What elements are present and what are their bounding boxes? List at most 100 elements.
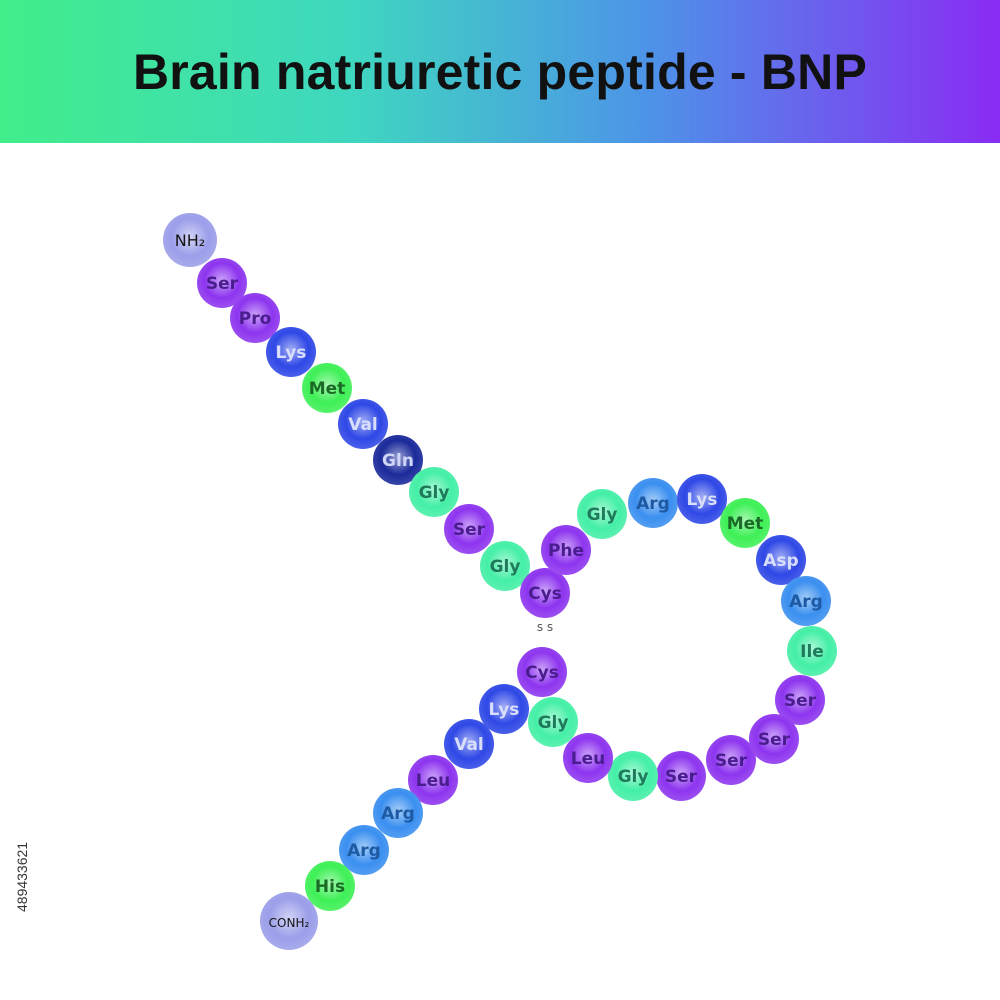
residue-2-label: Pro	[239, 309, 272, 329]
residue-20-circle	[749, 714, 799, 764]
residue-8-label: Ser	[453, 520, 486, 540]
residue-18-circle	[787, 626, 837, 676]
c-terminus-label: CONH₂	[269, 916, 310, 930]
residue-1-circle	[197, 258, 247, 308]
residue-1-label: Ser	[206, 274, 239, 294]
residue-14: Lys	[677, 474, 727, 524]
residue-5-label: Val	[348, 415, 378, 435]
n-terminus-label: NH₂	[175, 231, 205, 250]
residue-9-label: Gly	[490, 557, 521, 577]
residue-7-label: Gly	[419, 483, 450, 503]
residue-29: Leu	[408, 755, 458, 805]
residue-22-label: Ser	[665, 767, 698, 787]
page-title: Brain natriuretic peptide - BNP	[132, 43, 868, 100]
residue-2: Pro	[230, 293, 280, 343]
residue-28: Val	[444, 719, 494, 769]
residue-16-label: Asp	[763, 551, 798, 571]
residue-25: Gly	[528, 697, 578, 747]
residue-16-circle	[756, 535, 806, 585]
residue-11-label: Phe	[548, 541, 584, 561]
residue-4-label: Met	[309, 379, 346, 399]
residue-10: Cys	[520, 568, 570, 618]
c-terminus-circle	[260, 892, 318, 950]
residue-18-label: Ile	[800, 642, 824, 662]
residue-23-label: Gly	[618, 767, 649, 787]
residue-4: Met	[302, 363, 352, 413]
n-terminus-circle	[163, 213, 217, 267]
residue-5-circle	[338, 399, 388, 449]
residue-8: Ser	[444, 504, 494, 554]
residue-9: Gly	[480, 541, 530, 591]
n-terminus: NH₂	[163, 213, 217, 267]
residue-22: Ser	[656, 751, 706, 801]
residue-21: Ser	[706, 735, 756, 785]
residue-31-circle	[339, 825, 389, 875]
residue-12: Gly	[577, 489, 627, 539]
residue-18: Ile	[787, 626, 837, 676]
residue-11: Phe	[541, 525, 591, 575]
residue-13: Arg	[628, 478, 678, 528]
residue-6: Gln	[373, 435, 423, 485]
title-banner: Brain natriuretic peptide - BNP	[0, 0, 1000, 143]
residue-28-label: Val	[454, 735, 484, 755]
residue-31-label: Arg	[347, 841, 381, 861]
residue-30: Arg	[373, 788, 423, 838]
residue-5: Val	[338, 399, 388, 449]
residue-13-circle	[628, 478, 678, 528]
residue-3-label: Lys	[276, 343, 307, 363]
residue-24-label: Leu	[571, 749, 605, 769]
watermark-id: 489433621	[14, 841, 30, 912]
residue-21-circle	[706, 735, 756, 785]
residue-10-circle	[520, 568, 570, 618]
residue-7-circle	[409, 467, 459, 517]
residue-26: Cys	[517, 647, 567, 697]
residue-29-circle	[408, 755, 458, 805]
residue-14-circle	[677, 474, 727, 524]
residue-19-label: Ser	[784, 691, 817, 711]
residue-22-circle	[656, 751, 706, 801]
residue-19: Ser	[775, 675, 825, 725]
residue-3: Lys	[266, 327, 316, 377]
disulfide-bond: s s	[537, 620, 553, 634]
residue-11-circle	[541, 525, 591, 575]
residue-24: Leu	[563, 733, 613, 783]
residue-28-circle	[444, 719, 494, 769]
residue-32-circle	[305, 861, 355, 911]
residue-3-circle	[266, 327, 316, 377]
residue-13-label: Arg	[636, 494, 670, 514]
residue-21-label: Ser	[715, 751, 748, 771]
residue-9-circle	[480, 541, 530, 591]
residue-7: Gly	[409, 467, 459, 517]
residue-30-label: Arg	[381, 804, 415, 824]
residue-12-label: Gly	[587, 505, 618, 525]
residue-19-circle	[775, 675, 825, 725]
residue-20-label: Ser	[758, 730, 791, 750]
residue-27-label: Lys	[489, 700, 520, 720]
residue-1: Ser	[197, 258, 247, 308]
residue-25-circle	[528, 697, 578, 747]
residue-17-circle	[781, 576, 831, 626]
residue-17-label: Arg	[789, 592, 823, 612]
residue-27: Lys	[479, 684, 529, 734]
residue-26-circle	[517, 647, 567, 697]
residue-6-label: Gln	[382, 451, 414, 471]
residue-4-circle	[302, 363, 352, 413]
c-terminus: CONH₂	[260, 892, 318, 950]
residue-29-label: Leu	[416, 771, 450, 791]
residue-6-circle	[373, 435, 423, 485]
residue-31: Arg	[339, 825, 389, 875]
residue-15-label: Met	[727, 514, 764, 534]
residue-20: Ser	[749, 714, 799, 764]
disulfide-label: s s	[537, 620, 553, 634]
residue-32-label: His	[315, 877, 345, 897]
residue-16: Asp	[756, 535, 806, 585]
residue-15-circle	[720, 498, 770, 548]
residue-23-circle	[608, 751, 658, 801]
residue-32: His	[305, 861, 355, 911]
residue-12-circle	[577, 489, 627, 539]
residue-17: Arg	[781, 576, 831, 626]
residue-27-circle	[479, 684, 529, 734]
residue-30-circle	[373, 788, 423, 838]
residue-23: Gly	[608, 751, 658, 801]
residue-8-circle	[444, 504, 494, 554]
